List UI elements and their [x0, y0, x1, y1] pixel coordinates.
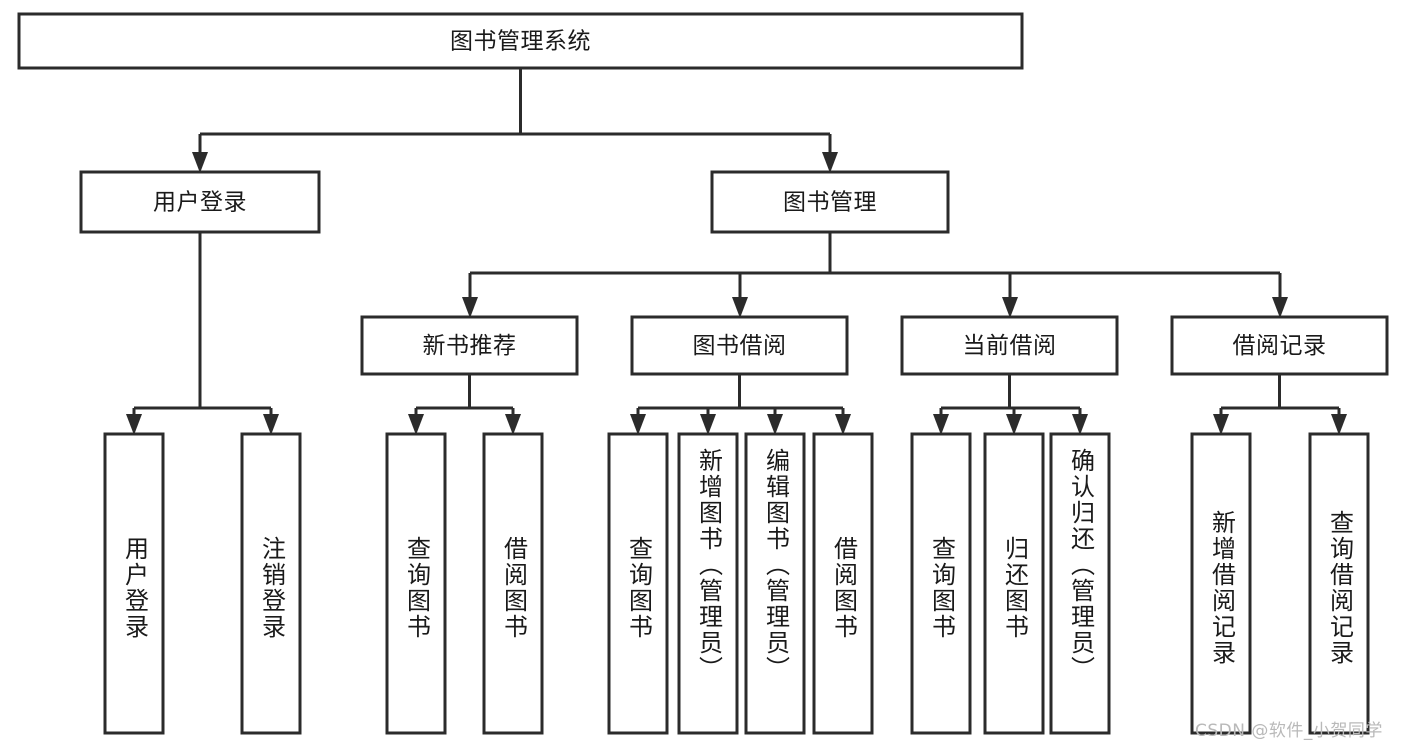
- node-label-current-borrow: 当前借阅: [963, 333, 1057, 359]
- arrow-head-icon: [408, 414, 424, 435]
- arrow-head-icon: [263, 414, 279, 435]
- arrow-head-icon: [933, 414, 949, 435]
- node-label-borrow-record: 借阅记录: [1233, 333, 1327, 359]
- node-label-root: 图书管理系统: [450, 29, 591, 55]
- arrow-head-icon: [462, 297, 478, 318]
- node-box-leaf-user-login[interactable]: [103, 432, 165, 735]
- node-label-user-login: 用户登录: [153, 190, 247, 216]
- connector-bookborrow-to-leaves: [630, 374, 851, 435]
- arrow-head-icon: [767, 414, 783, 435]
- node-box-leaf-query-book-rec[interactable]: [385, 432, 447, 735]
- node-label-book-borrow: 图书借阅: [693, 333, 787, 359]
- node-box-book-borrow[interactable]: [630, 315, 849, 376]
- connector-root-to-level2: [192, 68, 838, 173]
- node-box-borrow-record[interactable]: [1170, 315, 1389, 376]
- node-box-leaf-query-record[interactable]: [1308, 432, 1370, 735]
- arrow-head-icon: [1272, 297, 1288, 318]
- connector-borrowrecord-to-leaves: [1213, 374, 1347, 435]
- node-box-leaf-query-book-current[interactable]: [910, 432, 972, 735]
- node-box-current-borrow[interactable]: [900, 315, 1119, 376]
- node-box-leaf-add-book[interactable]: [677, 432, 739, 735]
- node-label-book-manage: 图书管理: [783, 190, 877, 216]
- arrow-head-icon: [192, 152, 208, 173]
- arrow-head-icon: [1213, 414, 1229, 435]
- node-box-leaf-edit-book[interactable]: [744, 432, 806, 735]
- node-box-leaf-add-record[interactable]: [1190, 432, 1252, 735]
- arrow-head-icon: [505, 414, 521, 435]
- node-box-leaf-confirm-return[interactable]: [1049, 432, 1111, 735]
- arrow-head-icon: [822, 152, 838, 173]
- arrow-head-icon: [732, 297, 748, 318]
- connector-currentborrow-to-leaves: [933, 374, 1088, 435]
- arrow-head-icon: [126, 414, 142, 435]
- node-box-layer: [17, 12, 1389, 735]
- arrow-head-icon: [1331, 414, 1347, 435]
- arrow-head-icon: [1072, 414, 1088, 435]
- connector-layer: [126, 68, 1347, 435]
- node-box-leaf-return-book[interactable]: [983, 432, 1045, 735]
- connector-bookmanage-to-level3: [462, 232, 1288, 318]
- node-box-new-book-recommend[interactable]: [360, 315, 579, 376]
- node-box-book-manage[interactable]: [710, 170, 950, 234]
- connector-newbook-to-leaves: [408, 374, 521, 435]
- node-box-leaf-query-book-borrow[interactable]: [607, 432, 669, 735]
- arrow-head-icon: [1002, 297, 1018, 318]
- node-label-new-book-recommend: 新书推荐: [423, 333, 517, 359]
- arrow-head-icon: [630, 414, 646, 435]
- node-box-user-login[interactable]: [79, 170, 321, 234]
- arrow-head-icon: [700, 414, 716, 435]
- node-box-root[interactable]: [17, 12, 1024, 70]
- arrow-head-icon: [835, 414, 851, 435]
- node-box-leaf-borrow-book-rec[interactable]: [482, 432, 544, 735]
- node-box-leaf-logout[interactable]: [240, 432, 302, 735]
- node-box-leaf-borrow-book[interactable]: [812, 432, 874, 735]
- connector-userlogin-to-leaves: [126, 232, 279, 435]
- arrow-head-icon: [1006, 414, 1022, 435]
